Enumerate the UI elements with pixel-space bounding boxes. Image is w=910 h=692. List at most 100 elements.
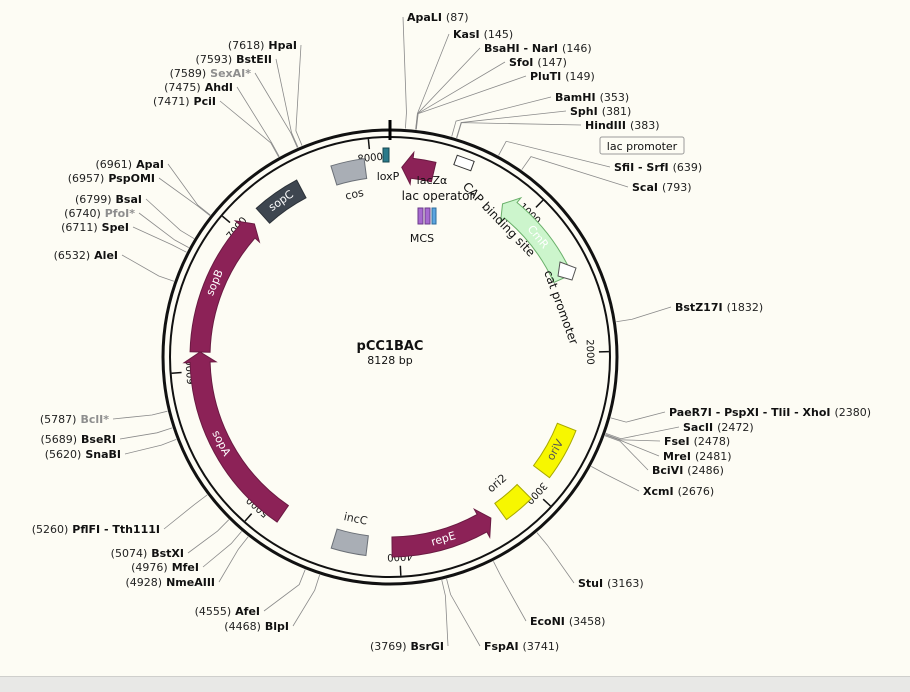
site-nmeaiii[interactable]: (4928)NmeAIII	[126, 576, 216, 589]
site-label[interactable]: (5260)PflFI - Tth111I	[32, 523, 160, 536]
site-label[interactable]: PluTI(149)	[530, 70, 595, 83]
site-label[interactable]: (4555)AfeI	[195, 605, 260, 618]
site-label[interactable]: (4468)BlpI	[224, 620, 289, 633]
site-bstxi[interactable]: (5074)BstXI	[111, 547, 184, 560]
site-mrei[interactable]: MreI(2481)	[663, 450, 732, 463]
site-econi[interactable]: EcoNI(3458)	[530, 615, 605, 628]
feature-shape[interactable]	[184, 352, 288, 522]
feature-sopb[interactable]: sopB	[190, 221, 259, 352]
site-snabi[interactable]: (5620)SnaBI	[45, 448, 121, 461]
site-label[interactable]: (7618)HpaI	[228, 39, 297, 52]
site-label[interactable]: PaeR7I - PspXI - TliI - XhoI(2380)	[669, 406, 871, 419]
mcs-marker-1[interactable]	[418, 208, 423, 224]
site-apai[interactable]: (6961)ApaI	[96, 158, 164, 171]
site-bseri[interactable]: (5689)BseRI	[40, 433, 116, 446]
site-label[interactable]: ScaI(793)	[632, 181, 692, 194]
site-sacii[interactable]: SacII(2472)	[683, 421, 754, 434]
site-label[interactable]: (4928)NmeAIII	[126, 576, 216, 589]
site-bsahi-nari[interactable]: BsaHI - NarI(146)	[484, 42, 592, 55]
site-label[interactable]: MreI(2481)	[663, 450, 732, 463]
site-label[interactable]: (6532)AleI	[54, 249, 118, 262]
site-kasi[interactable]: KasI(145)	[453, 28, 513, 41]
site-label[interactable]: BstZ17I(1832)	[675, 301, 763, 314]
site-label[interactable]: BamHI(353)	[555, 91, 629, 104]
site-label[interactable]: BciVI(2486)	[652, 464, 724, 477]
site-mfei[interactable]: (4976)MfeI	[131, 561, 199, 574]
site-afei[interactable]: (4555)AfeI	[195, 605, 260, 618]
site-spei[interactable]: (6711)SpeI	[61, 221, 129, 234]
feature-shape[interactable]	[331, 159, 367, 185]
site-hindiii[interactable]: HindIII(383)	[585, 119, 660, 132]
site-paer7i-pspxi-tlii-xhoi[interactable]: PaeR7I - PspXI - TliI - XhoI(2380)	[669, 406, 871, 419]
site-label[interactable]: (5689)BseRI	[40, 433, 116, 446]
site-label[interactable]: (5787)BclI*	[40, 413, 109, 426]
site-blpi[interactable]: (4468)BlpI	[224, 620, 289, 633]
site-sphi[interactable]: SphI(381)	[570, 105, 631, 118]
feature-ori2[interactable]: ori2	[485, 471, 532, 519]
feature-shape[interactable]	[331, 529, 368, 556]
feature-oriv[interactable]: oriV	[534, 423, 576, 477]
feature-sopa[interactable]: sopA	[184, 352, 288, 522]
site-bstz17i[interactable]: BstZ17I(1832)	[675, 301, 763, 314]
mcs-marker-3[interactable]	[432, 208, 436, 224]
site-fsei[interactable]: FseI(2478)	[664, 435, 730, 448]
site-xcmi[interactable]: XcmI(2676)	[643, 485, 714, 498]
site-label[interactable]: KasI(145)	[453, 28, 513, 41]
site-pspomi[interactable]: (6957)PspOMI	[68, 172, 155, 185]
feature-shape[interactable]	[190, 221, 259, 352]
site-bcli-[interactable]: (5787)BclI*	[40, 413, 109, 426]
site-label[interactable]: (5074)BstXI	[111, 547, 184, 560]
site-label[interactable]: (4976)MfeI	[131, 561, 199, 574]
site-stui[interactable]: StuI(3163)	[578, 577, 644, 590]
site-label[interactable]: (6740)PfoI*	[64, 207, 135, 220]
site-label[interactable]: BsaHI - NarI(146)	[484, 42, 592, 55]
site-label[interactable]: (7475)AhdI	[164, 81, 233, 94]
site-label[interactable]: (6961)ApaI	[96, 158, 164, 171]
site-bcivi[interactable]: BciVI(2486)	[652, 464, 724, 477]
site-bsai[interactable]: (6799)BsaI	[75, 193, 142, 206]
site-sfii-srfi[interactable]: SfiI - SrfI(639)	[614, 161, 702, 174]
site-label[interactable]: SphI(381)	[570, 105, 631, 118]
site-label[interactable]: SfiI - SrfI(639)	[614, 161, 702, 174]
site-alei[interactable]: (6532)AleI	[54, 249, 118, 262]
mcs-marker-2[interactable]	[425, 208, 430, 224]
site-label[interactable]: StuI(3163)	[578, 577, 644, 590]
loxp-marker[interactable]	[383, 148, 389, 162]
site-pfoi-[interactable]: (6740)PfoI*	[64, 207, 135, 220]
site-bsrgi[interactable]: (3769)BsrGI	[370, 640, 444, 653]
site-label[interactable]: FseI(2478)	[664, 435, 730, 448]
site-label[interactable]: (6799)BsaI	[75, 193, 142, 206]
site-label[interactable]: (6711)SpeI	[61, 221, 129, 234]
site-label[interactable]: (7589)SexAI*	[170, 67, 252, 80]
site-label[interactable]: HindIII(383)	[585, 119, 660, 132]
site-pflfi-tth111i[interactable]: (5260)PflFI - Tth111I	[32, 523, 160, 536]
site-fspai[interactable]: FspAI(3741)	[484, 640, 559, 653]
site-label[interactable]: (5620)SnaBI	[45, 448, 121, 461]
lac-promoter-marker[interactable]	[454, 155, 474, 171]
site-sfoi[interactable]: SfoI(147)	[509, 56, 567, 69]
site-bsteii[interactable]: (7593)BstEII	[196, 53, 272, 66]
feature-shape[interactable]	[495, 484, 531, 519]
site-label[interactable]: FspAI(3741)	[484, 640, 559, 653]
feature-cos[interactable]: cos	[331, 159, 367, 203]
site-label[interactable]: (6957)PspOMI	[68, 172, 155, 185]
site-label[interactable]: (7593)BstEII	[196, 53, 272, 66]
site-label[interactable]: SacII(2472)	[683, 421, 754, 434]
feature-repe[interactable]: repE	[392, 509, 491, 557]
site-label[interactable]: SfoI(147)	[509, 56, 567, 69]
site-label[interactable]: XcmI(2676)	[643, 485, 714, 498]
site-pluti[interactable]: PluTI(149)	[530, 70, 595, 83]
site-label[interactable]: EcoNI(3458)	[530, 615, 605, 628]
site-scai[interactable]: ScaI(793)	[632, 181, 692, 194]
site-bamhi[interactable]: BamHI(353)	[555, 91, 629, 104]
site-sexai-[interactable]: (7589)SexAI*	[170, 67, 252, 80]
site-pcii[interactable]: (7471)PciI	[153, 95, 216, 108]
site-label[interactable]: ApaLI(87)	[407, 11, 469, 24]
site-label[interactable]: (7471)PciI	[153, 95, 216, 108]
feature-sopc[interactable]: sopC	[256, 180, 306, 223]
site-label[interactable]: (3769)BsrGI	[370, 640, 444, 653]
site-hpai[interactable]: (7618)HpaI	[228, 39, 297, 52]
feature-incc[interactable]: incC	[331, 510, 369, 555]
bottom-scrollbar[interactable]	[0, 676, 910, 692]
site-apali[interactable]: ApaLI(87)	[407, 11, 469, 24]
